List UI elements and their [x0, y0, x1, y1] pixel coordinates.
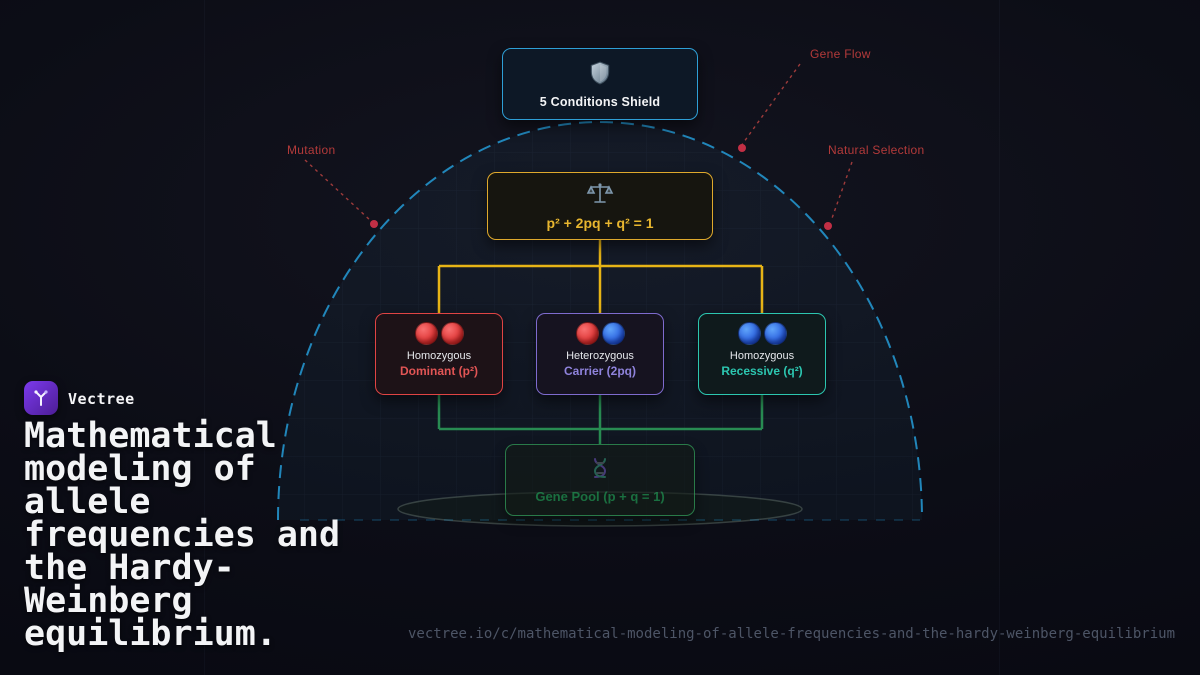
- allele-pair: [575, 322, 625, 345]
- genotype-node-dominant: Homozygous Dominant (p²): [375, 313, 503, 395]
- mutation-arrow: [304, 159, 372, 222]
- connector-upper: [437, 240, 764, 313]
- shield-node-label: 5 Conditions Shield: [539, 94, 661, 109]
- genotype-role-label: Carrier (2pq): [563, 364, 637, 378]
- page-title: Mathematical modeling of allele frequenc…: [24, 416, 341, 654]
- genotype-type-label: Homozygous: [406, 350, 472, 362]
- dna-icon: [588, 456, 612, 484]
- allele-circle-red: [440, 322, 464, 345]
- scales-icon: [586, 182, 614, 210]
- gene-pool-label: Gene Pool (p + q = 1): [535, 489, 665, 504]
- formula-node: p² + 2pq + q² = 1: [487, 172, 713, 240]
- genotype-type-label: Heterozygous: [566, 350, 634, 362]
- brand-name: Vectree: [68, 390, 135, 408]
- dome-arc: [277, 121, 923, 521]
- gene-pool-node: Gene Pool (p + q = 1): [505, 444, 695, 516]
- genotype-node-carrier: Heterozygous Carrier (2pq): [536, 313, 664, 395]
- allele-circle-red: [575, 322, 599, 345]
- mutation-arrow-dot: [370, 220, 378, 228]
- force-label-gene-flow: Gene Flow: [810, 47, 871, 61]
- genotype-role-label: Dominant (p²): [400, 364, 478, 378]
- natural-selection-arrow: [830, 161, 853, 222]
- shield-icon: [587, 60, 613, 90]
- background-guide-line: [204, 0, 205, 675]
- natural-selection-arrow-dot: [824, 222, 832, 230]
- vectree-logo: [24, 381, 58, 415]
- allele-circle-red: [414, 322, 438, 345]
- five-conditions-shield-node: 5 Conditions Shield: [502, 48, 698, 120]
- genotype-role-label: Recessive (q²): [721, 364, 803, 378]
- genotype-type-label: Homozygous: [729, 350, 795, 362]
- footer-url: vectree.io/c/mathematical-modeling-of-al…: [407, 626, 1175, 642]
- allele-circle-blue: [763, 322, 787, 345]
- force-label-mutation: Mutation: [287, 143, 336, 157]
- vectree-logo-glyph: [34, 390, 48, 406]
- allele-circle-blue: [601, 322, 625, 345]
- connector-lower: [437, 395, 764, 444]
- gene-flow-arrow: [740, 63, 801, 147]
- allele-circle-blue: [737, 322, 761, 345]
- force-label-natural-selection: Natural Selection: [828, 143, 925, 157]
- genotype-node-recessive: Homozygous Recessive (q²): [698, 313, 826, 395]
- allele-pair: [737, 322, 787, 345]
- formula-label: p² + 2pq + q² = 1: [546, 214, 654, 231]
- allele-pair: [414, 322, 464, 345]
- background-guide-line: [999, 0, 1000, 675]
- gene-flow-arrow-dot: [738, 144, 746, 152]
